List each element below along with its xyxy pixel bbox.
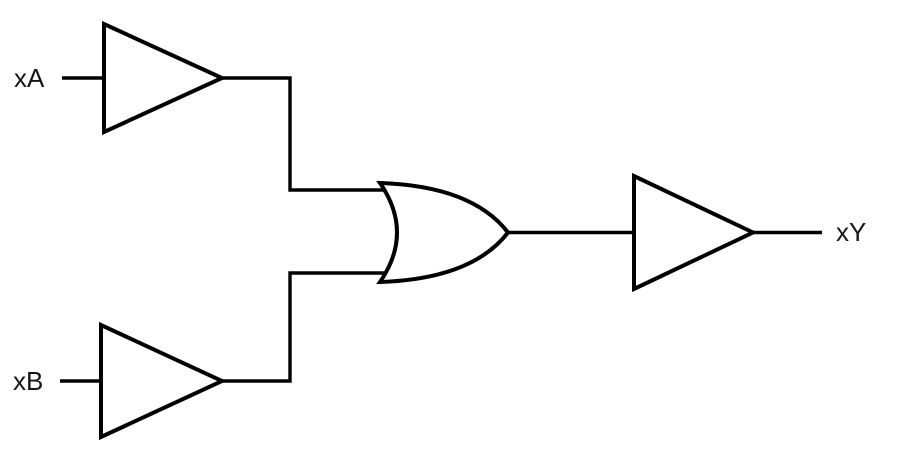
- or-gate: [376, 180, 511, 285]
- wire-buffer-a-to-or: [220, 76, 402, 192]
- buffer-gate-a: [102, 20, 227, 136]
- output-label: xY: [836, 217, 866, 247]
- input-b-label: xB: [13, 366, 43, 396]
- buffer-gate-b: [99, 321, 227, 441]
- output-buffer-gate: [632, 172, 758, 293]
- wire-buffer-b-to-or: [220, 271, 402, 383]
- input-a-label: xA: [14, 63, 45, 93]
